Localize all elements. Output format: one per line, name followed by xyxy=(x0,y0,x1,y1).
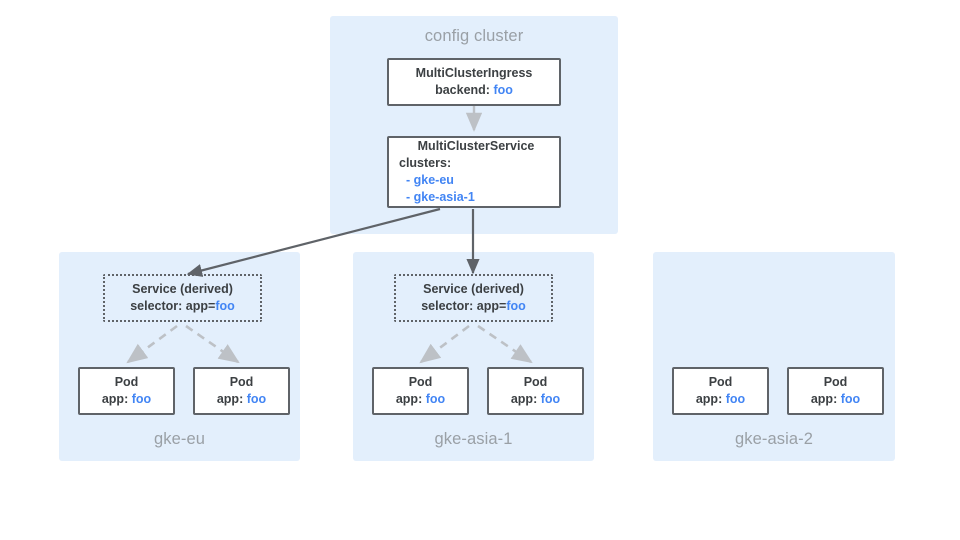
node-service-derived-gke-asia-1[interactable]: Service (derived) selector: app=foo xyxy=(394,274,553,322)
cluster-label-config: config cluster xyxy=(424,27,524,45)
app-label: app: xyxy=(216,392,244,406)
node-pod-gke-eu-1-title: Pod xyxy=(229,375,254,389)
app-value: foo xyxy=(540,392,561,406)
node-service-derived-gke-asia-1-title: Service (derived) xyxy=(423,282,524,296)
backend-label: backend: xyxy=(435,83,490,97)
app-label: app: xyxy=(510,392,538,406)
node-pod-gke-asia-2-1-title: Pod xyxy=(823,375,848,389)
node-pod-gke-asia-1-1[interactable]: Pod app: foo xyxy=(487,367,584,415)
node-multiclusterservice-cluster-item-1: - gke-asia-1 xyxy=(406,190,475,204)
app-value: foo xyxy=(246,392,267,406)
node-multiclusteringress[interactable]: MultiClusterIngress backend: foo xyxy=(387,58,561,106)
app-label: app: xyxy=(810,392,838,406)
cluster-label-gke-asia-2: gke-asia-2 xyxy=(734,430,814,448)
selector-value: foo xyxy=(215,299,235,313)
cluster-label-gke-eu: gke-eu xyxy=(153,430,206,448)
selector-value: foo xyxy=(506,299,526,313)
backend-value: foo xyxy=(493,83,513,97)
node-pod-gke-asia-2-1[interactable]: Pod app: foo xyxy=(787,367,884,415)
cluster-label-gke-asia-1: gke-asia-1 xyxy=(434,430,513,448)
node-service-derived-gke-eu[interactable]: Service (derived) selector: app=foo xyxy=(103,274,262,322)
node-multiclusterservice[interactable]: MultiClusterService clusters: - gke-eu -… xyxy=(387,136,561,208)
node-pod-gke-eu-0-app: app: foo xyxy=(102,391,151,408)
node-multiclusterservice-title: MultiClusterService xyxy=(417,139,535,153)
selector-label: selector: app= xyxy=(421,299,507,313)
node-pod-gke-asia-2-0-title: Pod xyxy=(708,375,733,389)
app-value: foo xyxy=(425,392,446,406)
app-value: foo xyxy=(725,392,746,406)
node-pod-gke-asia-2-0-app: app: foo xyxy=(696,391,745,408)
cluster-zone-gke-eu xyxy=(59,252,300,461)
node-multiclusteringress-backend: backend: foo xyxy=(435,82,513,99)
app-label: app: xyxy=(395,392,423,406)
node-multiclusterservice-cluster-item-0: - gke-eu xyxy=(406,173,454,187)
node-pod-gke-asia-2-1-app: app: foo xyxy=(811,391,860,408)
app-label: app: xyxy=(695,392,723,406)
node-pod-gke-asia-1-1-title: Pod xyxy=(523,375,548,389)
node-pod-gke-eu-0-title: Pod xyxy=(114,375,139,389)
node-pod-gke-eu-0[interactable]: Pod app: foo xyxy=(78,367,175,415)
node-pod-gke-asia-2-0[interactable]: Pod app: foo xyxy=(672,367,769,415)
node-pod-gke-eu-1-app: app: foo xyxy=(217,391,266,408)
node-multiclusterservice-clusters-label: clusters: xyxy=(399,156,452,170)
node-service-derived-gke-asia-1-selector: selector: app=foo xyxy=(421,298,526,315)
app-value: foo xyxy=(840,392,861,406)
selector-label: selector: app= xyxy=(130,299,216,313)
node-pod-gke-asia-1-0-title: Pod xyxy=(408,375,433,389)
node-multiclusteringress-title: MultiClusterIngress xyxy=(415,66,533,80)
app-label: app: xyxy=(101,392,129,406)
app-value: foo xyxy=(131,392,152,406)
node-service-derived-gke-eu-title: Service (derived) xyxy=(132,282,233,296)
node-pod-gke-asia-1-1-app: app: foo xyxy=(511,391,560,408)
node-pod-gke-eu-1[interactable]: Pod app: foo xyxy=(193,367,290,415)
cluster-zone-gke-asia-2 xyxy=(653,252,895,461)
node-service-derived-gke-eu-selector: selector: app=foo xyxy=(130,298,235,315)
node-pod-gke-asia-1-0-app: app: foo xyxy=(396,391,445,408)
node-pod-gke-asia-1-0[interactable]: Pod app: foo xyxy=(372,367,469,415)
cluster-zone-gke-asia-1 xyxy=(353,252,594,461)
